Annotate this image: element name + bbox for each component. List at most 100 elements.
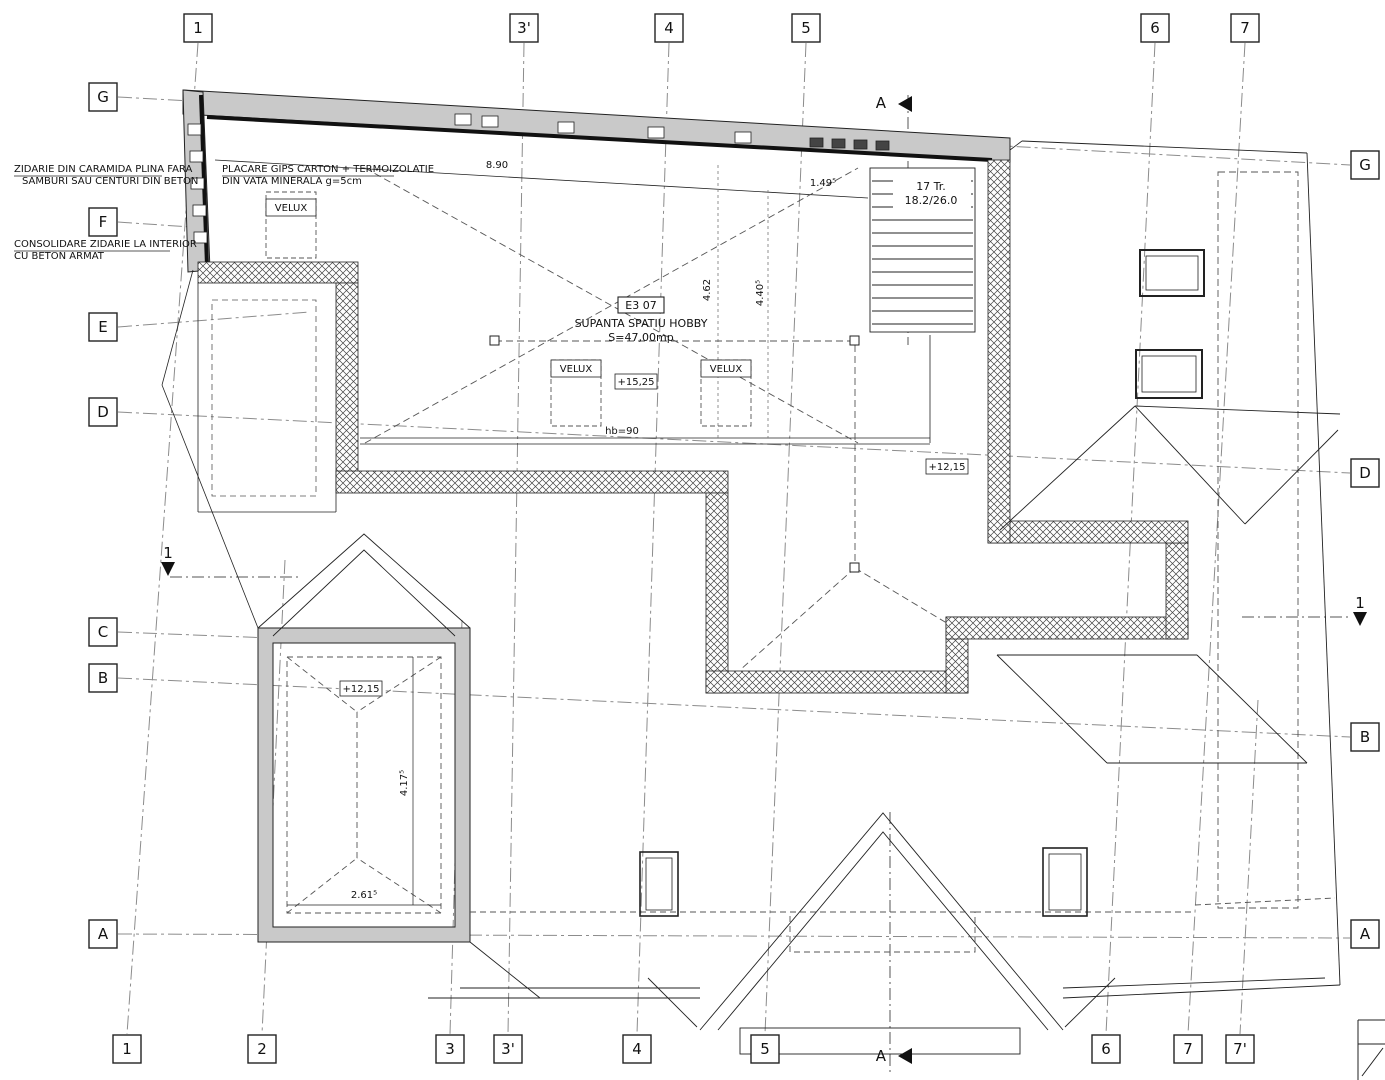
section-marker-1-left: 1 — [161, 544, 175, 576]
roof-window-right — [1042, 847, 1088, 917]
svg-text:7: 7 — [1183, 1040, 1193, 1058]
grid-marker-bottom-7p: 7' — [1225, 1034, 1255, 1064]
svg-text:B: B — [1360, 728, 1370, 746]
grid-marker-top-3p: 3' — [509, 13, 539, 43]
svg-text:6: 6 — [1101, 1040, 1111, 1058]
grid-marker-bottom-2: 2 — [247, 1034, 277, 1064]
svg-text:1: 1 — [163, 544, 173, 562]
svg-text:6: 6 — [1150, 19, 1160, 37]
svg-text:1: 1 — [122, 1040, 132, 1058]
grid-marker-left-c: C — [88, 617, 118, 647]
svg-text:3': 3' — [517, 19, 531, 37]
velux-1-label: VELUX — [275, 203, 308, 214]
svg-text:4: 4 — [664, 19, 674, 37]
svg-text:5: 5 — [801, 19, 811, 37]
svg-text:A: A — [1360, 925, 1371, 943]
svg-text:G: G — [97, 88, 109, 106]
bottom-roof — [428, 812, 1341, 1055]
velux-2: VELUX — [550, 359, 602, 427]
svg-text:A: A — [98, 925, 109, 943]
chimney-1 — [1139, 249, 1205, 297]
section-marker-a-top: A — [876, 94, 912, 112]
garage-roof — [257, 533, 471, 914]
velux-1: VELUX — [265, 191, 317, 259]
grid-marker-top-7: 7 — [1230, 13, 1260, 43]
room-area: S=47,00mp — [608, 331, 673, 344]
roof-window-left — [639, 851, 679, 917]
grid-marker-right-a: A — [1350, 919, 1380, 949]
section-marker-a-bottom: A — [876, 1047, 912, 1065]
svg-text:5: 5 — [760, 1040, 770, 1058]
dim-4405: 4.40⁵ — [755, 280, 766, 306]
dim-4175: 4.17⁵ — [399, 770, 410, 796]
dim-462: 4.62 — [702, 279, 713, 301]
annotation-zidarie: ZIDARIE DIN CARAMIDA PLINA FARA SAMBURI … — [14, 164, 198, 187]
level-marker-1215-garage: +12,15 — [339, 680, 383, 697]
svg-text:7: 7 — [1240, 19, 1250, 37]
svg-text:D: D — [1359, 464, 1371, 482]
section-marker-1-right: 1 — [1353, 594, 1367, 626]
roof-posts — [489, 335, 860, 573]
svg-text:C: C — [98, 623, 108, 641]
svg-text:7': 7' — [1233, 1040, 1247, 1058]
grid-marker-bottom-1: 1 — [112, 1034, 142, 1064]
insulation-hatch-band — [197, 159, 1189, 694]
svg-text:F: F — [99, 213, 108, 231]
svg-text:DIN VATA MINERALA g=5cm: DIN VATA MINERALA g=5cm — [222, 176, 362, 187]
grid-marker-right-b: B — [1350, 722, 1380, 752]
grid-marker-top-4: 4 — [654, 13, 684, 43]
svg-text:PLACARE GIPS CARTON + TERMOIZO: PLACARE GIPS CARTON + TERMOIZOLATIE — [222, 164, 434, 175]
level-marker-1215-right: +12,15 — [925, 458, 969, 475]
stair-label-line1: 17 Tr. — [916, 180, 946, 193]
hall-outline — [214, 140, 1023, 445]
svg-text:B: B — [98, 669, 108, 687]
annotation-consolidare: CONSOLIDARE ZIDARIE LA INTERIOR CU BETON… — [14, 239, 197, 262]
grid-marker-right-d: D — [1350, 458, 1380, 488]
room-label: E3 07 SUPANTA SPATIU HOBBY S=47,00mp — [575, 296, 708, 344]
room-name: SUPANTA SPATIU HOBBY — [575, 317, 708, 330]
grid-marker-top-5: 5 — [791, 13, 821, 43]
left-room — [161, 269, 337, 629]
dim-1495: 1.49⁵ — [810, 178, 836, 189]
velux-2-label: VELUX — [560, 364, 593, 375]
grid-marker-left-a: A — [88, 919, 118, 949]
grid-marker-right-g: G — [1350, 150, 1380, 180]
grid-markers: 1 3' 4 5 6 7 1 2 3 3' 4 5 6 7 7' G F E D… — [88, 13, 1380, 1064]
grid-marker-left-d: D — [88, 397, 118, 427]
svg-text:+12,15: +12,15 — [342, 684, 379, 695]
wall-openings — [187, 113, 890, 244]
grid-marker-left-g: G — [88, 82, 118, 112]
svg-text:+12,15: +12,15 — [928, 462, 965, 473]
grid-marker-top-1: 1 — [183, 13, 213, 43]
grid-marker-top-6: 6 — [1140, 13, 1170, 43]
staircase — [869, 167, 976, 333]
hall-roof-dashed-lines — [364, 167, 951, 671]
svg-text:2: 2 — [257, 1040, 267, 1058]
svg-text:1: 1 — [193, 19, 203, 37]
grid-marker-bottom-6: 6 — [1091, 1034, 1121, 1064]
chimney-2 — [1135, 349, 1203, 399]
velux-3: VELUX — [700, 359, 752, 427]
grid-marker-bottom-3: 3 — [435, 1034, 465, 1064]
svg-text:ZIDARIE DIN CARAMIDA PLINA FAR: ZIDARIE DIN CARAMIDA PLINA FARA — [14, 164, 192, 175]
stair-label-line2: 18.2/26.0 — [905, 194, 958, 207]
svg-text:3': 3' — [501, 1040, 515, 1058]
svg-text:3: 3 — [445, 1040, 455, 1058]
grid-marker-bottom-4: 4 — [622, 1034, 652, 1064]
svg-text:4: 4 — [632, 1040, 642, 1058]
svg-text:D: D — [97, 403, 109, 421]
grid-marker-bottom-3p: 3' — [493, 1034, 523, 1064]
grid-marker-left-b: B — [88, 663, 118, 693]
svg-text:E: E — [98, 318, 107, 336]
title-block-corner — [1357, 1019, 1385, 1080]
svg-text:CONSOLIDARE ZIDARIE LA INTERIO: CONSOLIDARE ZIDARIE LA INTERIOR — [14, 239, 197, 250]
dim-2615: 2.61⁵ — [351, 890, 377, 901]
dim-hb: hb=90 — [605, 426, 639, 437]
svg-text:A: A — [876, 94, 887, 112]
right-roof — [996, 140, 1341, 986]
velux-3-label: VELUX — [710, 364, 743, 375]
grid-marker-bottom-7: 7 — [1173, 1034, 1203, 1064]
grid-marker-bottom-5: 5 — [750, 1034, 780, 1064]
